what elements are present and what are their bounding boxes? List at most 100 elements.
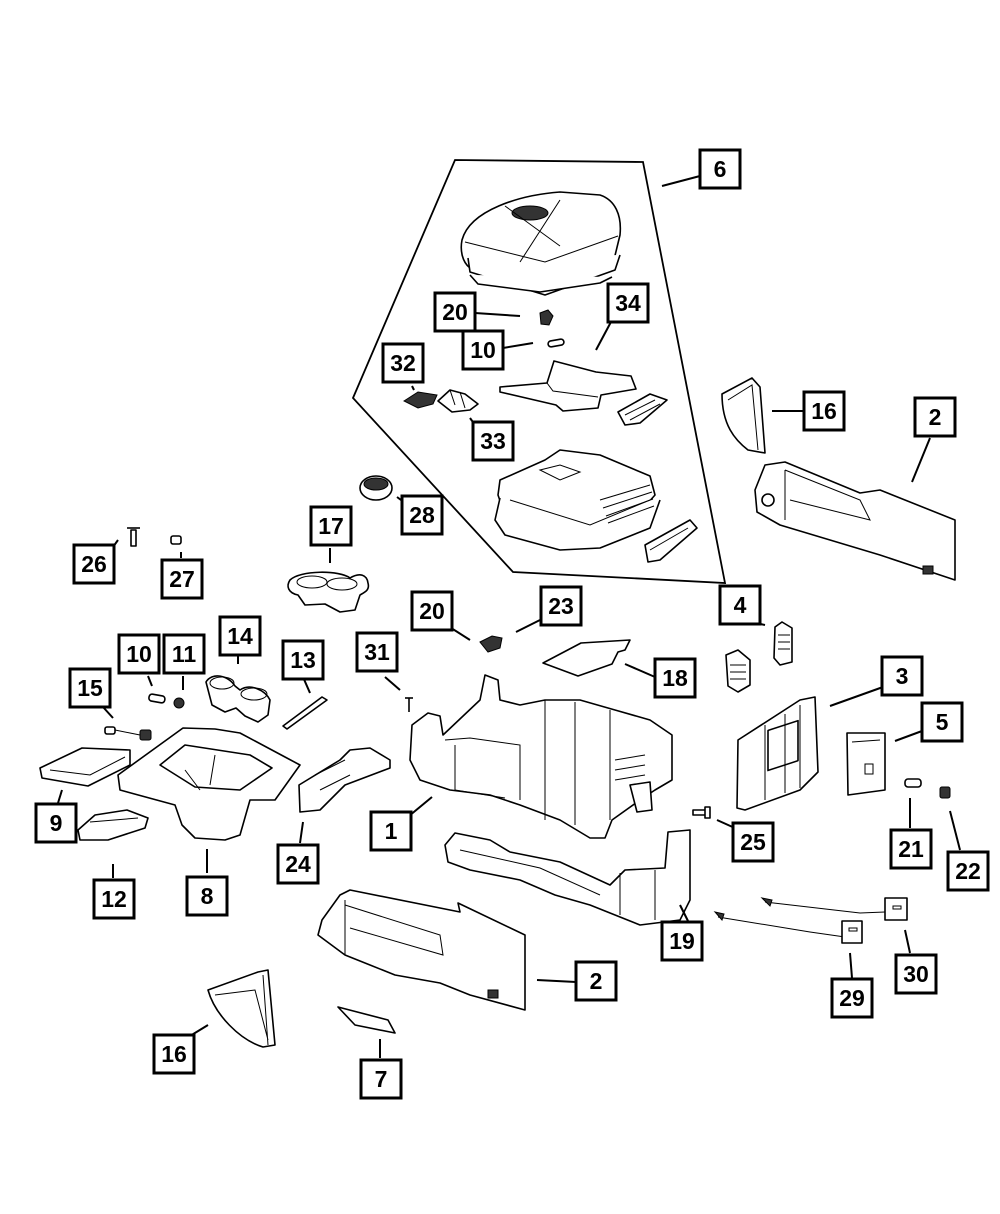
svg-text:20: 20 — [442, 299, 468, 325]
leader-20a — [474, 312, 521, 317]
part-13-strip — [282, 696, 328, 730]
part-4-bracket-right — [773, 621, 793, 666]
callout-14: 14 — [218, 615, 262, 657]
callout-13: 13 — [281, 639, 325, 681]
callout-29: 29 — [830, 977, 874, 1019]
svg-text:14: 14 — [227, 623, 253, 649]
part-20-lower — [479, 635, 503, 653]
part-19-duct — [444, 829, 691, 926]
callout-3: 3 — [880, 655, 924, 697]
leader-34 — [595, 319, 613, 351]
leader-24 — [299, 821, 304, 844]
part-2-upper — [754, 461, 956, 581]
part-armrest-lid — [460, 191, 622, 296]
callout-11: 11 — [162, 633, 206, 675]
part-16-upper — [721, 377, 766, 454]
svg-text:21: 21 — [898, 836, 924, 862]
part-11-nut — [173, 697, 185, 709]
svg-text:31: 31 — [364, 639, 390, 665]
svg-text:25: 25 — [740, 829, 766, 855]
part-25-screw — [692, 806, 711, 819]
callout-21: 21 — [889, 828, 933, 870]
callout-1: 1 — [369, 810, 413, 852]
leader-5 — [894, 730, 923, 742]
part-armrest-base — [494, 449, 661, 551]
svg-text:2: 2 — [590, 968, 603, 994]
callout-7: 7 — [359, 1058, 403, 1100]
leader-1 — [408, 796, 433, 817]
part-8-console-front — [117, 727, 301, 841]
callout-18: 18 — [653, 657, 697, 699]
svg-text:29: 29 — [839, 985, 865, 1011]
svg-text:32: 32 — [390, 350, 416, 376]
part-31-screw — [405, 697, 413, 712]
svg-text:3: 3 — [896, 663, 909, 689]
svg-text:28: 28 — [409, 502, 435, 528]
svg-text:33: 33 — [480, 428, 506, 454]
part-1-console-base — [409, 674, 673, 839]
svg-text:18: 18 — [662, 665, 688, 691]
part-12-mat — [77, 809, 149, 841]
svg-text:2: 2 — [929, 404, 942, 430]
callout-5: 5 — [920, 701, 964, 743]
part-34-pad — [499, 360, 637, 412]
svg-text:27: 27 — [169, 566, 195, 592]
callout-22: 22 — [946, 850, 990, 892]
part-20-upper — [539, 309, 554, 326]
svg-text:1: 1 — [385, 818, 398, 844]
callout-33: 33 — [471, 420, 515, 462]
leader-19 — [679, 904, 689, 922]
part-18-pad — [542, 639, 631, 677]
part-9-tray — [39, 747, 131, 787]
callout-9: 9 — [34, 802, 78, 844]
leader-22 — [949, 810, 961, 851]
svg-text:15: 15 — [77, 675, 103, 701]
svg-text:30: 30 — [903, 961, 929, 987]
svg-text:34: 34 — [615, 290, 641, 316]
part-24-bracket — [298, 747, 391, 813]
svg-text:10: 10 — [470, 337, 496, 363]
callout-25: 25 — [731, 821, 775, 863]
part-10-lower — [148, 693, 166, 704]
svg-text:19: 19 — [669, 928, 695, 954]
callout-32: 32 — [381, 342, 425, 384]
part-hinge-upper — [617, 393, 668, 426]
part-5-switch — [846, 732, 886, 796]
part-16-lower — [207, 969, 276, 1048]
callout-30: 30 — [894, 953, 938, 995]
part-17-cupholder — [287, 571, 370, 613]
svg-text:5: 5 — [936, 709, 949, 735]
part-10-upper — [547, 338, 565, 348]
part-14-cupholder — [205, 675, 271, 723]
svg-text:13: 13 — [290, 647, 316, 673]
svg-text:26: 26 — [81, 551, 107, 577]
svg-text:10: 10 — [126, 641, 152, 667]
callout-4: 4 — [718, 584, 762, 626]
callout-2-lower: 2 — [574, 960, 618, 1002]
part-3-bezel — [736, 696, 819, 811]
callout-8: 8 — [185, 875, 229, 917]
part-4-bracket-left — [725, 649, 751, 693]
callout-20-upper: 20 — [433, 291, 477, 333]
svg-text:24: 24 — [285, 851, 311, 877]
svg-text:9: 9 — [50, 810, 63, 836]
callout-27: 27 — [160, 558, 204, 600]
svg-text:20: 20 — [419, 598, 445, 624]
leader-3 — [829, 686, 884, 707]
callout-24: 24 — [276, 843, 320, 885]
callout-19: 19 — [660, 920, 704, 962]
callout-28: 28 — [400, 494, 444, 536]
leader-32 — [411, 385, 415, 391]
callout-6: 6 — [698, 148, 742, 190]
part-29-harness — [713, 911, 863, 944]
leader-31 — [384, 676, 401, 691]
leader-10b — [147, 675, 153, 687]
callout-20-lower: 20 — [410, 590, 454, 632]
leader-lines — [57, 175, 961, 1058]
svg-text:16: 16 — [811, 398, 837, 424]
part-26-bolt — [127, 527, 140, 547]
svg-text:11: 11 — [172, 641, 197, 667]
part-30-harness — [760, 897, 908, 921]
armrest-group-outline — [351, 159, 727, 584]
